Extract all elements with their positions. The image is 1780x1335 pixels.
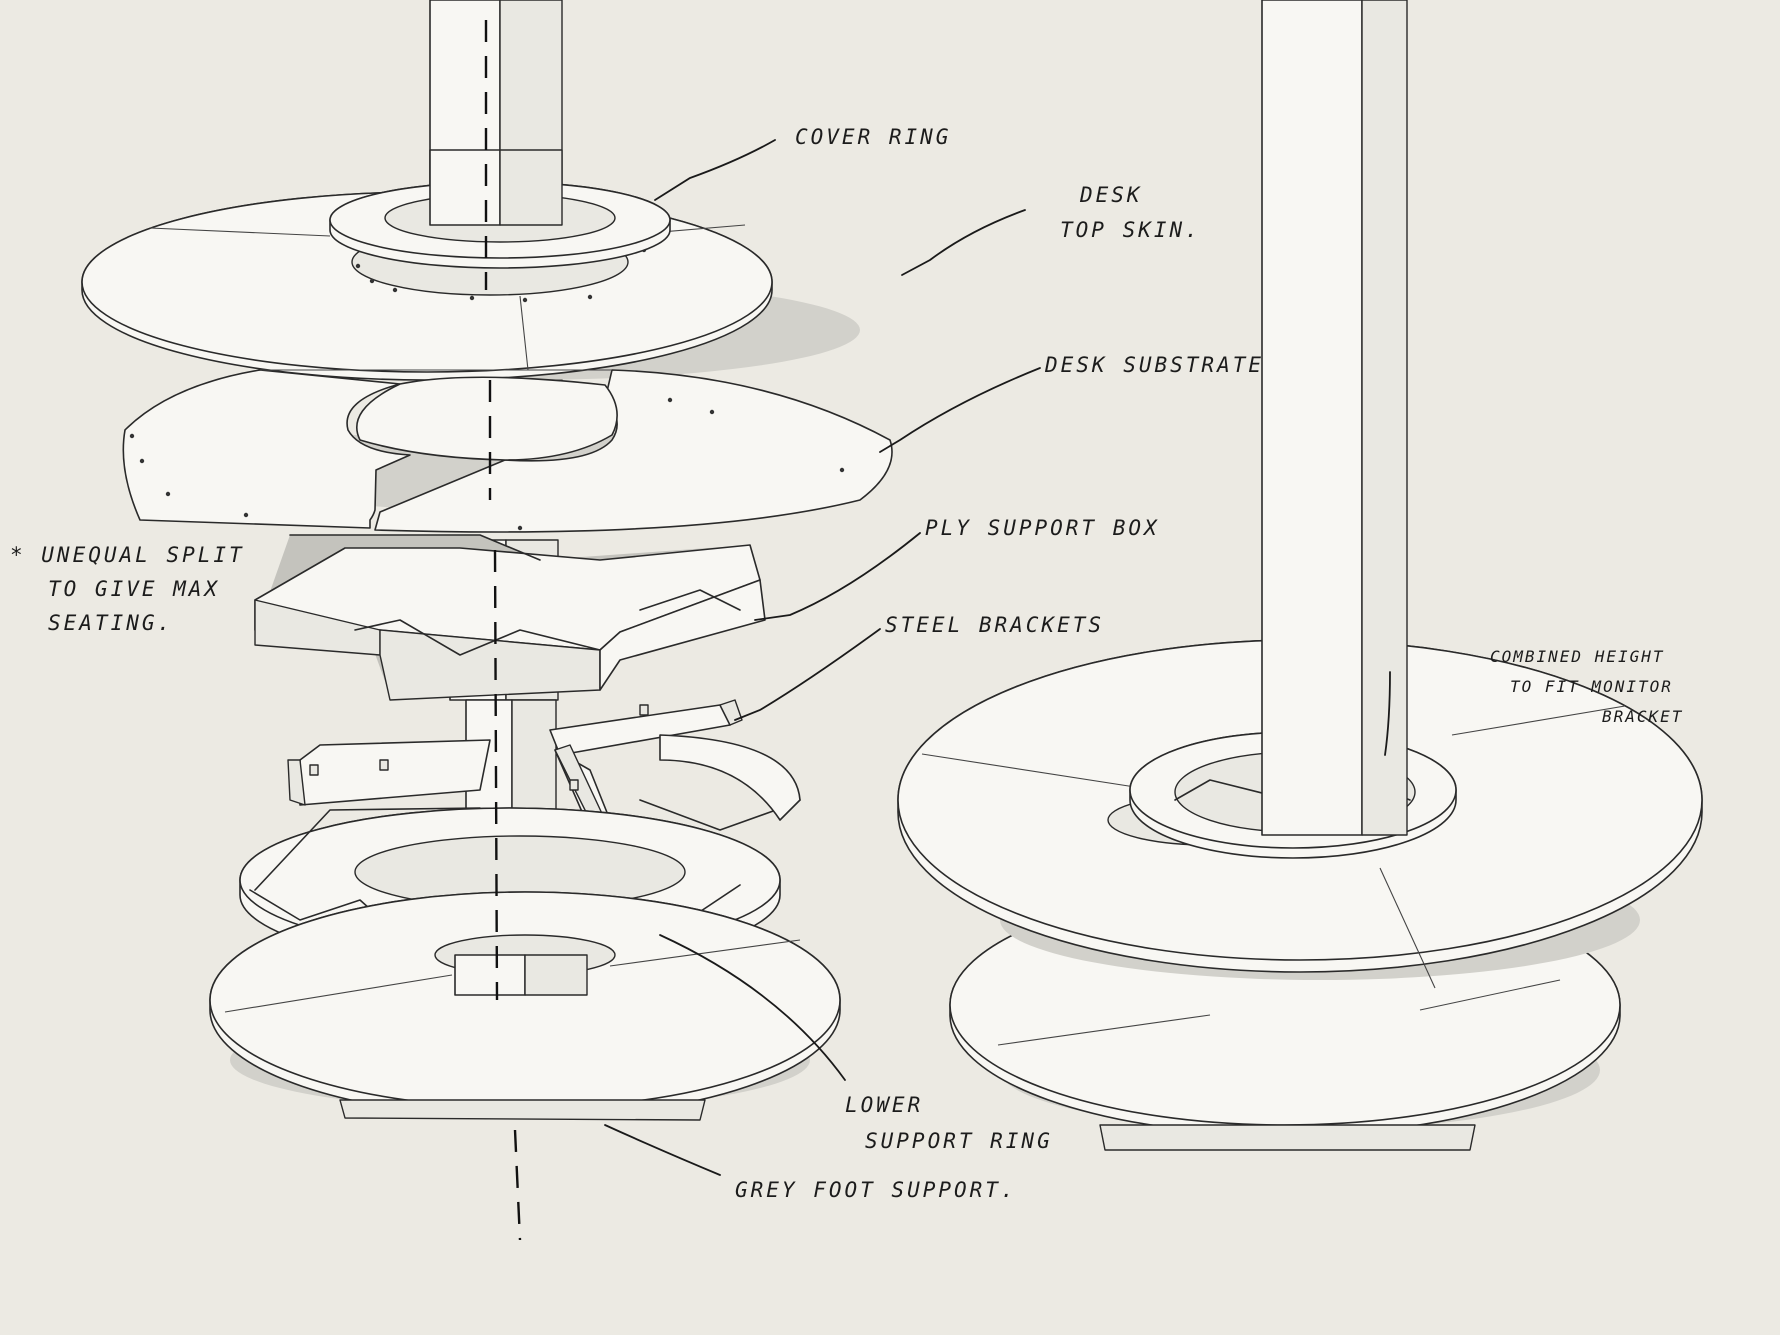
label-desk-substrate: DESK SUBSTRATE xyxy=(1044,353,1264,377)
ply-support-box xyxy=(254,534,766,701)
label-lower-support-ring-1: LOWER xyxy=(845,1093,923,1117)
left-exploded-assembly xyxy=(81,0,893,1241)
label-cover-ring: COVER RING xyxy=(795,125,951,149)
cover-ring xyxy=(329,149,671,269)
label-ply-support-box: PLY SUPPORT BOX xyxy=(925,516,1160,540)
label-combined-height-3: BRACKET xyxy=(1602,707,1683,726)
leader-lines xyxy=(604,139,1391,1176)
label-unequal-split-2: TO GIVE MAX xyxy=(48,577,220,601)
label-desk-top-skin-2: TOP SKIN. xyxy=(1060,218,1201,242)
label-unequal-split-1: * UNEQUAL SPLIT xyxy=(10,543,245,567)
label-unequal-split-3: SEATING. xyxy=(48,611,173,635)
steel-brackets xyxy=(287,699,743,831)
label-combined-height-1: COMBINED HEIGHT xyxy=(1490,647,1665,666)
desk-substrate xyxy=(122,369,893,533)
label-combined-height-2: TO FIT MONITOR xyxy=(1510,677,1673,696)
label-lower-support-ring-2: SUPPORT RING xyxy=(865,1129,1053,1153)
label-desk-top-skin-1: DESK xyxy=(1079,183,1143,207)
label-steel-brackets: STEEL BRACKETS xyxy=(885,613,1104,637)
central-column-right xyxy=(1261,0,1408,836)
base-disc-left xyxy=(209,891,841,1121)
label-grey-foot-support: GREY FOOT SUPPORT. xyxy=(735,1178,1017,1202)
annotations: COVER RING DESK TOP SKIN. DESK SUBSTRATE… xyxy=(10,125,1683,1202)
right-assembled-view xyxy=(897,0,1703,1151)
centerline-left xyxy=(484,20,522,1241)
substrate-fixing-dots xyxy=(129,397,845,531)
